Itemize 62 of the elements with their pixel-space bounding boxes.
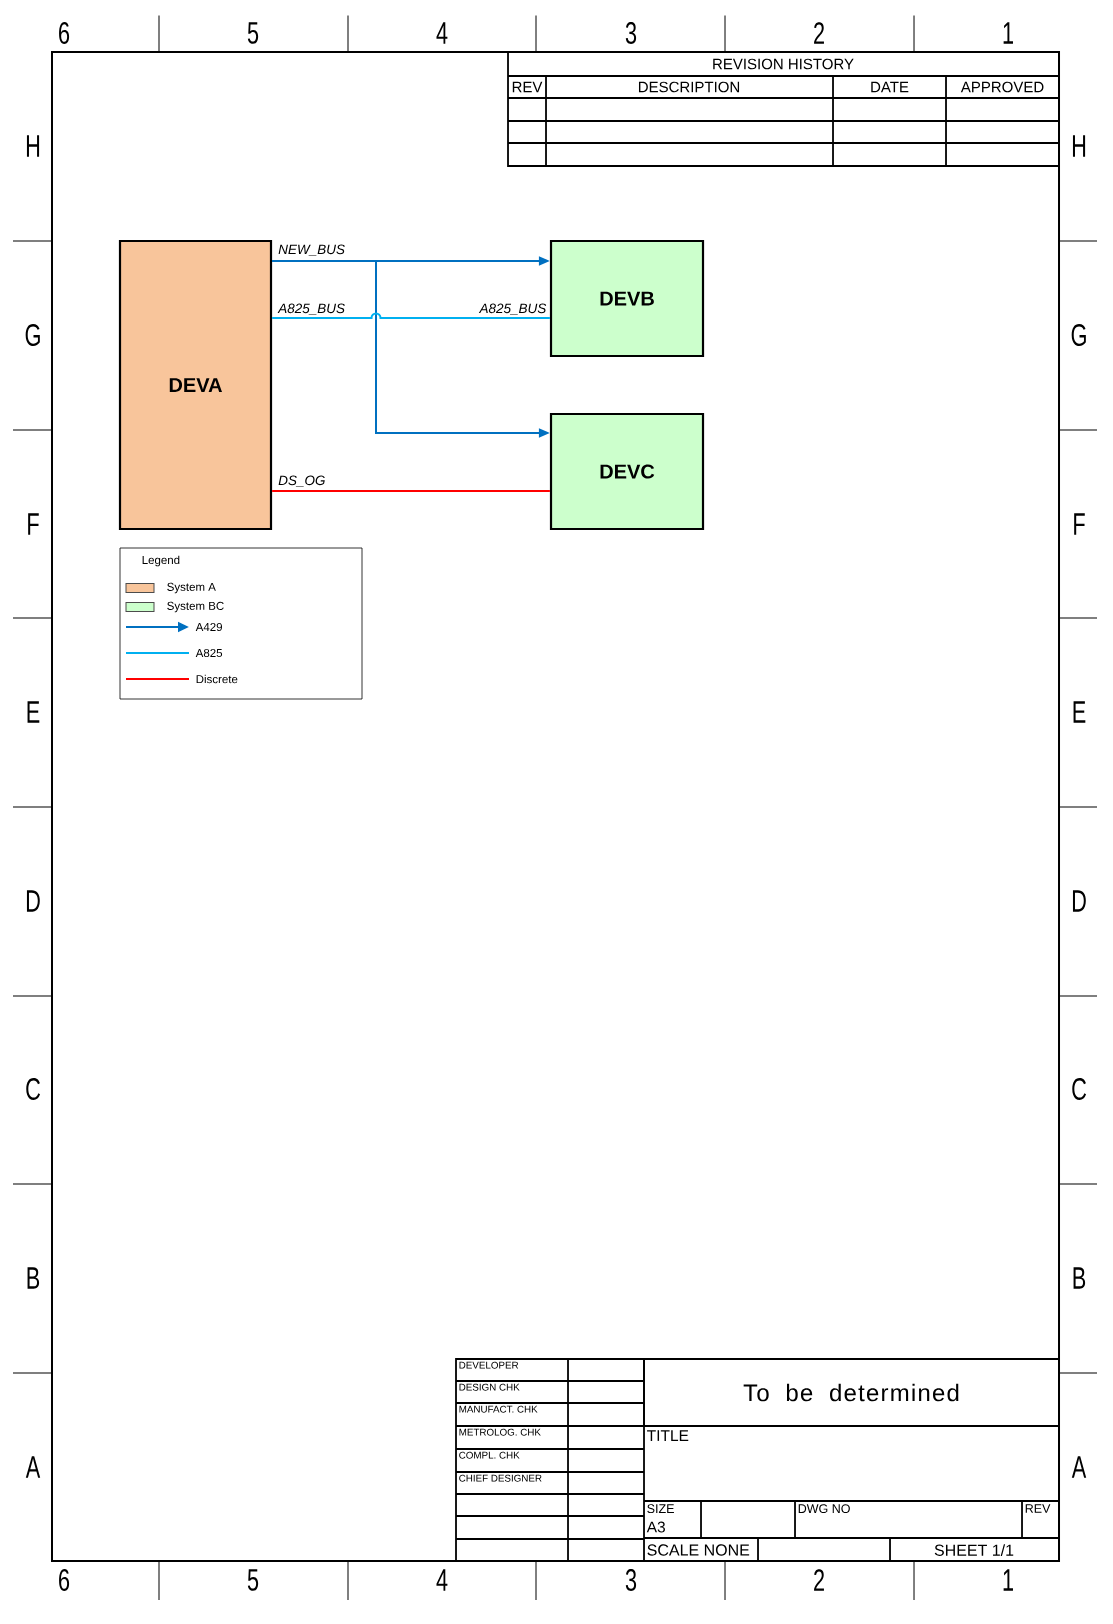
zone-number: 4 (436, 1569, 448, 1591)
legend-label: Discrete (196, 674, 238, 684)
zone-letter: F (28, 513, 39, 535)
zone-number: 6 (59, 1569, 70, 1591)
field-label: REV (1025, 1504, 1051, 1513)
zone-letter: E (1073, 701, 1086, 723)
column-header: REV (512, 81, 543, 93)
zone-letter: B (1073, 1267, 1086, 1289)
zone-number: 2 (814, 22, 824, 44)
field-label: TITLE (647, 1430, 689, 1441)
signal-label: A825_BUS (478, 303, 547, 316)
zone-number: 5 (247, 1569, 259, 1591)
column-header: DATE (871, 81, 909, 93)
zone-letter: D (26, 890, 40, 912)
column-header: DESCRIPTION (639, 81, 740, 93)
field-label: DESIGN CHK (459, 1383, 520, 1391)
zone-letter: G (1071, 324, 1086, 346)
zone-letter: H (26, 135, 40, 157)
signal-label: A825_BUS (277, 302, 346, 316)
signal-line (271, 490, 551, 492)
field-label: DWG NO (798, 1504, 850, 1514)
legend-title: Legend (142, 555, 180, 567)
zone-number: 6 (59, 22, 70, 44)
title-field: To be determined (643, 1358, 1060, 1427)
zone-letter: G (25, 324, 40, 346)
zone-number: 1 (1003, 22, 1013, 44)
field-label: MANUFACT. CHK (459, 1405, 538, 1413)
zone-number: 1 (1003, 1569, 1013, 1591)
signal-line (271, 312, 551, 319)
zone-number: 5 (247, 22, 259, 44)
zone-number: 2 (814, 1569, 824, 1591)
legend-label: System A (167, 582, 216, 594)
zone-letter: C (1072, 1078, 1087, 1100)
zone-letter: A (1071, 1456, 1087, 1478)
zone-number: 3 (625, 22, 637, 44)
device-box: DEVA (118, 239, 273, 531)
field-label: METROLOG. CHK (459, 1428, 541, 1436)
signal-label: DS_OG (277, 474, 327, 488)
field-label: SIZE (647, 1504, 674, 1514)
zone-letter: H (1072, 135, 1086, 157)
legend-label: System BC (167, 601, 224, 613)
field-label: DEVELOPER (459, 1361, 519, 1369)
sheet-number: SHEET 1/1 (934, 1544, 1014, 1556)
zone-letter: A (25, 1456, 41, 1478)
signal-label: NEW_BUS (277, 243, 346, 257)
zone-letter: B (27, 1267, 40, 1289)
zone-number: 3 (625, 1569, 637, 1591)
legend-label: A429 (195, 622, 222, 632)
field-label: COMPL. CHK (459, 1451, 520, 1459)
column-header: APPROVED (960, 81, 1044, 93)
zone-letter: D (1072, 890, 1086, 912)
field-label: SCALE NONE (647, 1544, 750, 1556)
field-label: CHIEF DESIGNER (459, 1474, 542, 1482)
legend-label: A825 (195, 648, 223, 658)
zone-letter: F (1074, 513, 1085, 535)
device-box: DEVB (549, 239, 705, 358)
table-title: REVISION HISTORY (713, 58, 854, 70)
field-value: A3 (646, 1521, 665, 1533)
zone-number: 4 (436, 22, 448, 44)
zone-letter: C (26, 1078, 40, 1100)
zone-letter: E (27, 701, 40, 723)
device-box: DEVC (549, 412, 705, 531)
